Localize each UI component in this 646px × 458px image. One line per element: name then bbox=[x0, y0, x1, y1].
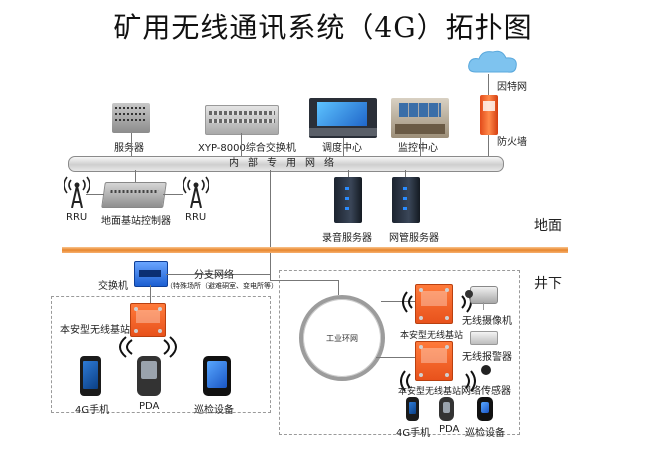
sensor-label: 网络传感器 bbox=[461, 386, 511, 397]
right-inspect-icon bbox=[477, 397, 493, 421]
link-ring-top bbox=[338, 280, 339, 295]
right-pda-label: PDA bbox=[439, 424, 460, 435]
branch-network-box bbox=[51, 296, 271, 413]
link-rru-right bbox=[163, 194, 183, 195]
camera-label: 无线摄像机 bbox=[462, 316, 512, 327]
link-switch-station bbox=[150, 285, 151, 303]
rru-right-label: RRU bbox=[185, 212, 207, 223]
switch-label: XYP-8000综合交换机 bbox=[198, 143, 296, 154]
link-nms bbox=[405, 170, 406, 178]
underground-zone-label: 井下 bbox=[534, 276, 562, 292]
link-switch-trunk bbox=[166, 274, 270, 275]
left-phone-icon bbox=[80, 356, 101, 396]
link-rru-left bbox=[86, 194, 104, 195]
nms-server-label: 网管服务器 bbox=[389, 233, 439, 244]
server-label: 服务器 bbox=[114, 143, 144, 154]
station-b-label: 本安型无线基站 bbox=[398, 387, 462, 397]
link-monitor bbox=[420, 138, 421, 157]
bbu-controller-icon bbox=[101, 182, 167, 208]
underground-switch-icon bbox=[134, 261, 168, 287]
mixer-server-icon bbox=[112, 103, 150, 133]
industrial-ring-network: 工业环网 bbox=[299, 295, 385, 381]
dispatch-console-icon bbox=[309, 98, 377, 138]
left-inspect-label: 巡检设备 bbox=[194, 405, 234, 416]
ring-label: 工业环网 bbox=[326, 334, 358, 343]
left-pda-label: PDA bbox=[139, 401, 160, 412]
link-ring-station-b bbox=[376, 357, 415, 358]
station-a-icon bbox=[415, 284, 453, 324]
left-pda-icon bbox=[137, 356, 161, 396]
internet-label: 因特网 bbox=[497, 82, 527, 93]
bus-label: 内部专用网络 bbox=[229, 158, 343, 169]
left-station-signal-icon bbox=[119, 336, 177, 358]
left-inspect-icon bbox=[203, 356, 231, 396]
right-phone-label: 4G手机 bbox=[396, 428, 431, 439]
link-firewall bbox=[488, 135, 489, 157]
camera-mount bbox=[483, 302, 484, 310]
switch-rack-icon bbox=[205, 105, 279, 135]
diagram-title: 矿用无线通讯系统（4G）拓扑图 bbox=[113, 11, 533, 44]
network-sensor-icon bbox=[481, 365, 491, 375]
right-phone-icon bbox=[406, 397, 419, 421]
bbu-label: 地面基站控制器 bbox=[101, 216, 171, 227]
monitor-room-icon bbox=[391, 98, 449, 138]
internal-network-bus: 内部专用网络 bbox=[68, 156, 504, 172]
cloud-icon bbox=[468, 50, 517, 73]
record-server-icon bbox=[334, 177, 362, 223]
link-dispatch bbox=[343, 138, 344, 157]
left-station-icon bbox=[130, 303, 166, 337]
link-server bbox=[131, 133, 132, 157]
rru-left-icon bbox=[64, 176, 90, 208]
ring-network-box bbox=[279, 270, 520, 435]
link-switch bbox=[241, 133, 242, 157]
wireless-alarm-icon bbox=[470, 331, 498, 345]
branch-title: 分支网络 bbox=[194, 270, 234, 281]
underground-switch-label: 交换机 bbox=[98, 281, 128, 292]
nms-server-icon bbox=[392, 177, 420, 223]
left-station-label: 本安型无线基站 bbox=[60, 325, 130, 336]
link-ring-station-a bbox=[381, 301, 415, 302]
branch-note: （特殊场所（避难硐室、变电所等） bbox=[166, 282, 278, 290]
record-server-label: 录音服务器 bbox=[322, 233, 372, 244]
firewall-icon bbox=[480, 95, 498, 135]
station-b-signal-icon bbox=[400, 370, 476, 392]
surface-zone-label: 地面 bbox=[534, 218, 562, 234]
trunk-down bbox=[270, 170, 271, 280]
rru-left-label: RRU bbox=[66, 212, 88, 223]
link-bbu bbox=[135, 170, 136, 184]
link-trunk-ring bbox=[270, 280, 338, 281]
internet-link bbox=[488, 74, 489, 96]
alarm-label: 无线报警器 bbox=[462, 352, 512, 363]
wireless-camera-icon bbox=[465, 286, 498, 304]
station-b-icon bbox=[415, 341, 453, 381]
ground-divider-band bbox=[62, 247, 568, 253]
right-pda-icon bbox=[439, 397, 454, 421]
monitor-label: 监控中心 bbox=[398, 143, 438, 154]
link-record bbox=[348, 170, 349, 178]
rru-right-icon bbox=[183, 176, 209, 208]
station-a-label: 本安型无线基站 bbox=[400, 331, 464, 341]
right-inspect-label: 巡检设备 bbox=[465, 428, 505, 439]
dispatch-label: 调度中心 bbox=[322, 143, 362, 154]
firewall-label: 防火墙 bbox=[497, 137, 527, 148]
left-phone-label: 4G手机 bbox=[75, 405, 110, 416]
